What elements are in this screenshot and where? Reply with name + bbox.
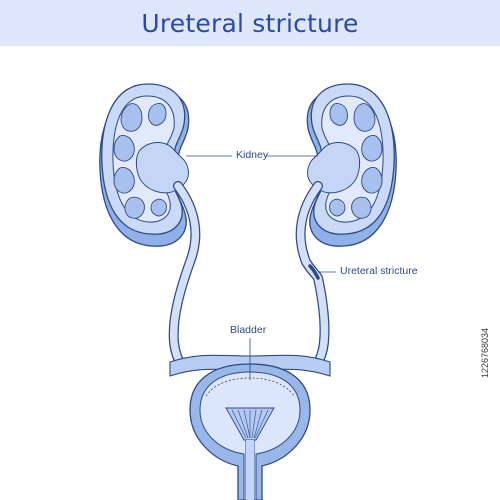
stock-image-id: 1226768034 <box>480 327 490 378</box>
diagram-title: Ureteral stricture <box>141 8 359 38</box>
label-kidney: Kidney <box>236 149 269 161</box>
left-renal-pelvis <box>135 142 189 194</box>
title-banner: Ureteral stricture <box>0 0 500 46</box>
bladder <box>169 354 331 500</box>
stricture-narrowing <box>308 264 320 280</box>
label-bladder: Bladder <box>230 324 267 336</box>
label-ureteral-stricture: Ureteral stricture <box>340 265 418 277</box>
left-ureter <box>168 181 201 371</box>
left-kidney-pyramids <box>113 103 167 219</box>
right-renal-pelvis <box>307 142 361 194</box>
right-ureter <box>295 181 330 371</box>
right-kidney <box>306 83 397 247</box>
left-kidney <box>99 83 190 247</box>
right-kidney-pyramids <box>329 103 383 219</box>
